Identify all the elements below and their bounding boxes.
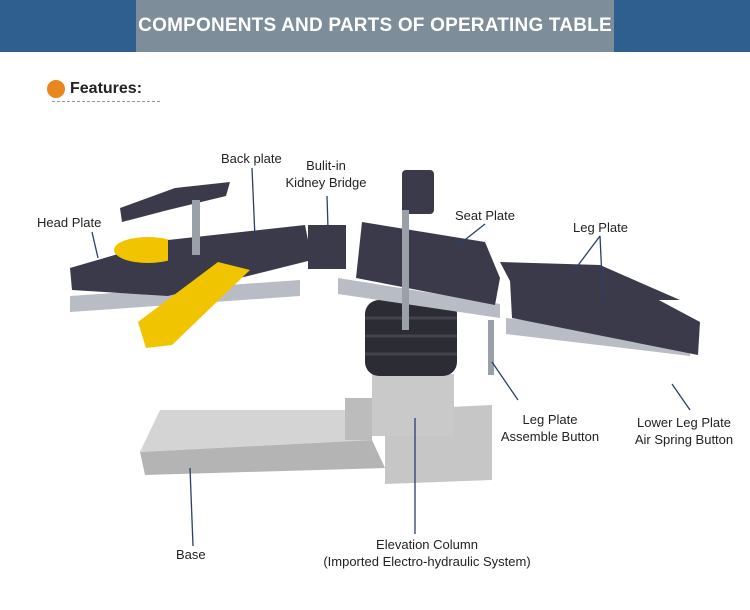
features-label: Features: — [70, 80, 143, 97]
label-seat-plate: Seat Plate — [455, 208, 515, 223]
label-lower-leg-line1: Lower Leg Plate — [637, 415, 731, 430]
kidney-bridge-pad — [308, 225, 346, 269]
label-kidney-bridge-line2: Kidney Bridge — [285, 175, 367, 190]
head-ring-gel — [114, 237, 182, 263]
label-back-plate: Back plate — [221, 151, 282, 166]
label-base: Base — [176, 547, 206, 562]
base-top — [140, 400, 375, 452]
label-kidney-bridge-line1: Bulit-in — [306, 158, 346, 173]
header-panel: COMPONENTS AND PARTS OF OPERATING TABLE — [136, 0, 614, 52]
label-leg-plate: Leg Plate — [573, 220, 628, 235]
features-heading: Features: — [47, 80, 142, 98]
base-step — [345, 398, 372, 440]
label-leg-assemble-button: Leg Plate Assemble Button — [494, 411, 606, 445]
leg-plate-pad — [510, 280, 700, 355]
seat-plate-pad — [356, 222, 500, 305]
screen-post — [402, 210, 409, 330]
column-bellows — [365, 300, 457, 376]
head-plate-pad — [70, 252, 170, 296]
page-title: COMPONENTS AND PARTS OF OPERATING TABLE — [138, 15, 612, 36]
head-support-post — [192, 200, 200, 255]
label-leg-assemble-line2: Assemble Button — [500, 429, 600, 444]
arm-board-gel — [138, 262, 250, 348]
label-elevation-line1: Elevation Column — [376, 537, 478, 552]
column-housing — [372, 374, 454, 436]
frame-rail-seat — [338, 278, 500, 318]
pointer-lines — [91, 167, 691, 547]
label-elevation-line2: (Imported Electro-hydraulic System) — [323, 554, 531, 569]
label-lower-leg-air-spring: Lower Leg Plate Air Spring Button — [626, 414, 742, 448]
bullet-dot-icon — [47, 80, 65, 98]
head-support-pad — [120, 182, 230, 222]
frame-rail-leg — [506, 318, 690, 356]
label-head-plate: Head Plate — [37, 215, 102, 230]
features-underline — [52, 101, 160, 102]
label-leg-assemble-line1: Leg Plate — [522, 412, 578, 427]
leg-assemble-button — [488, 320, 494, 375]
label-elevation-column: Elevation Column (Imported Electro-hydra… — [310, 536, 544, 570]
label-lower-leg-line2: Air Spring Button — [634, 432, 734, 447]
label-kidney-bridge: Bulit-in Kidney Bridge — [278, 157, 374, 191]
base-front — [140, 440, 385, 475]
screen-clamp — [402, 170, 434, 214]
